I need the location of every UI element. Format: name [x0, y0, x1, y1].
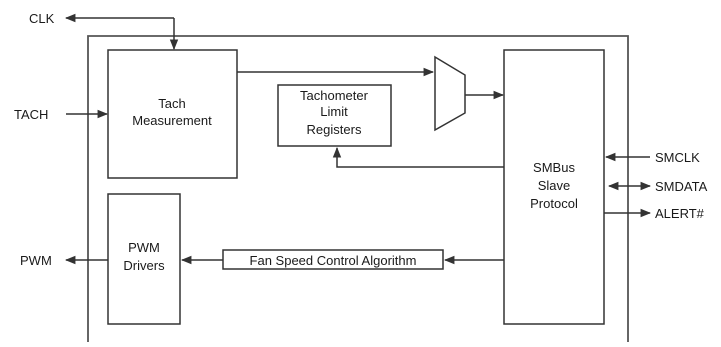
limit-registers-label-line-1: Tachometer — [300, 88, 369, 103]
limit-registers-label-line-3: Registers — [307, 122, 362, 137]
limit-registers-label-line-2: Limit — [320, 104, 348, 119]
multiplexer-symbol — [434, 55, 466, 132]
pwm-drivers-label-line-1: PWM — [128, 240, 160, 255]
pwm-label: PWM — [20, 253, 52, 268]
smbus-label-line-1: SMBus — [533, 160, 575, 175]
alert-label: ALERT# — [655, 206, 705, 221]
tach-measurement-label-line-1: Tach — [158, 96, 185, 111]
pwm-drivers-block — [107, 193, 181, 325]
tach-measurement-label-line-2: Measurement — [132, 113, 212, 128]
smbus-label-line-3: Protocol — [530, 196, 578, 211]
pwm-drivers-label-line-2: Drivers — [123, 258, 165, 273]
tachometer-limit-registers-block — [277, 84, 392, 147]
smbus-slave-protocol-block — [503, 49, 605, 325]
fan-speed-control-algorithm-label: Fan Speed Control Algorithm — [250, 253, 417, 268]
smbus-label-line-2: Slave — [538, 178, 571, 193]
smdata-label: SMDATA — [655, 179, 708, 194]
tach-label: TACH — [14, 107, 48, 122]
smbus-to-limit-registers-line — [332, 146, 504, 168]
tach-measurement-block — [107, 49, 238, 179]
smclk-label: SMCLK — [655, 150, 700, 165]
clk-label: CLK — [29, 11, 55, 26]
